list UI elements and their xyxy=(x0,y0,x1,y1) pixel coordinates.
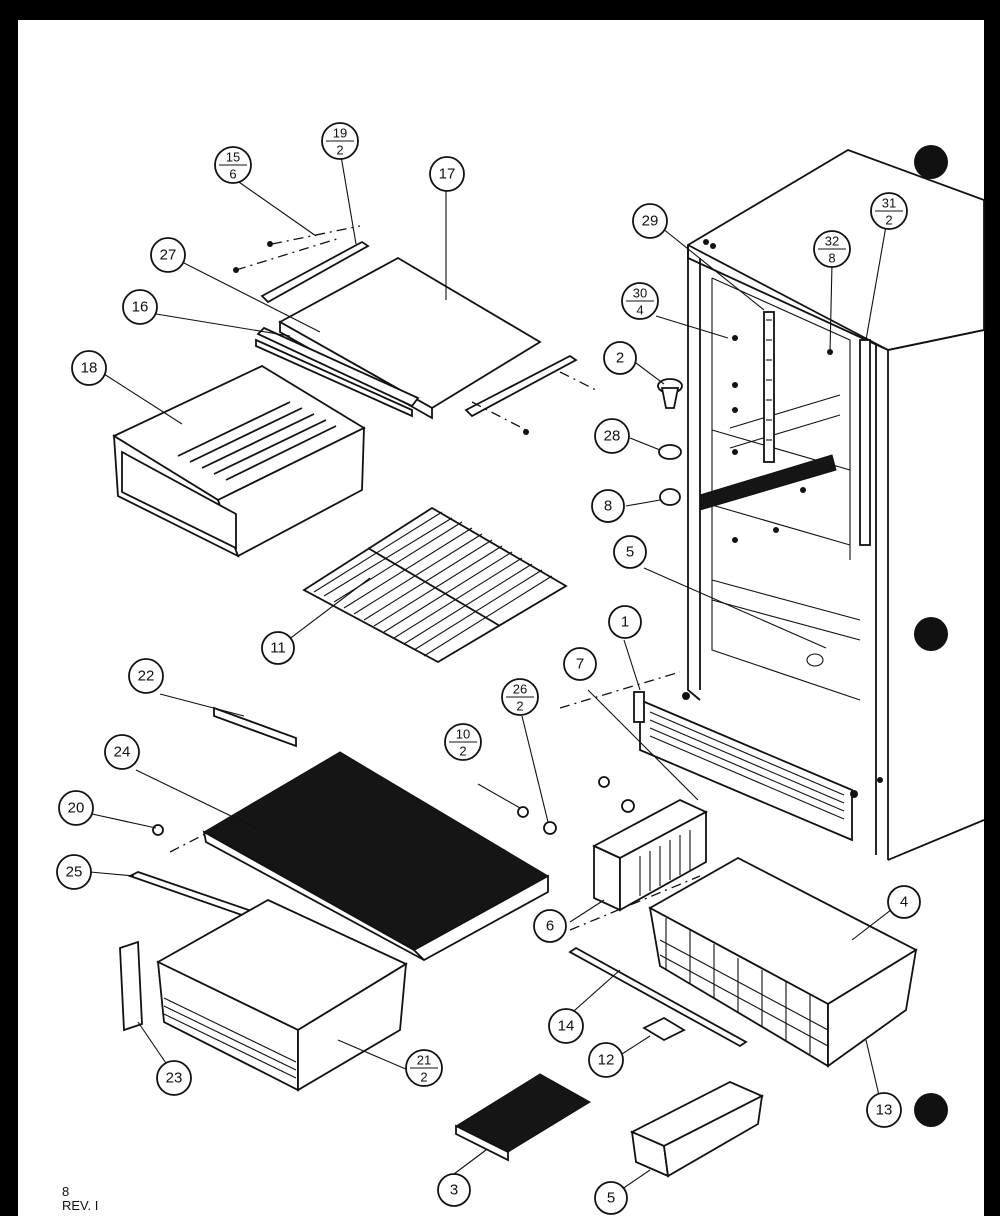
callout-10-2: 10 2 xyxy=(444,723,482,761)
callout-number: 20 xyxy=(68,800,85,817)
callout-number: 21 xyxy=(417,1053,431,1068)
callout-5-lower: 5 xyxy=(594,1181,628,1215)
callout-6: 6 xyxy=(533,909,567,943)
callout-27: 27 xyxy=(150,237,186,273)
cabinet-screws xyxy=(682,239,883,798)
page-number: 8 xyxy=(62,1184,69,1199)
wire-basket xyxy=(648,906,918,1068)
callout-23: 23 xyxy=(156,1060,192,1096)
callout-1: 1 xyxy=(608,605,642,639)
callout-number: 1 xyxy=(621,614,629,631)
callout-number: 22 xyxy=(138,668,155,685)
callout-number: 15 xyxy=(226,150,240,165)
callout-11: 11 xyxy=(261,631,295,665)
callout-number: 25 xyxy=(66,864,83,881)
callout-25: 25 xyxy=(56,854,92,890)
callout-number: 6 xyxy=(546,918,554,935)
callout-7: 7 xyxy=(563,647,597,681)
callout-quantity: 6 xyxy=(229,167,236,182)
callout-number: 19 xyxy=(333,126,347,141)
revision-label: REV. I xyxy=(62,1198,98,1213)
callout-22: 22 xyxy=(128,658,164,694)
callout-5-upper: 5 xyxy=(613,535,647,569)
callout-14: 14 xyxy=(548,1008,584,1044)
callout-number: 23 xyxy=(166,1070,183,1087)
callout-29: 29 xyxy=(632,203,668,239)
callout-quantity: 2 xyxy=(885,213,892,228)
callout-number: 28 xyxy=(604,428,621,445)
callout-number: 10 xyxy=(456,727,470,742)
callout-28: 28 xyxy=(594,418,630,454)
callout-21-2: 21 2 xyxy=(405,1049,443,1087)
shelf-support-22 xyxy=(213,706,297,748)
callout-31-2: 31 2 xyxy=(870,192,908,230)
callout-4: 4 xyxy=(887,885,921,919)
callout-20: 20 xyxy=(58,790,94,826)
callout-number: 3 xyxy=(450,1182,458,1199)
callout-number: 5 xyxy=(626,544,634,561)
shelf-rail-right xyxy=(859,339,871,546)
callout-30-4: 30 4 xyxy=(621,282,659,320)
callout-number: 5 xyxy=(607,1190,615,1207)
storage-bin xyxy=(629,1081,765,1178)
callout-17: 17 xyxy=(429,156,465,192)
callout-number: 16 xyxy=(132,299,149,316)
callout-2: 2 xyxy=(603,341,637,375)
leader-lines xyxy=(89,149,897,1197)
callout-number: 7 xyxy=(576,656,584,673)
callout-16: 16 xyxy=(122,289,158,325)
callout-number: 17 xyxy=(439,166,456,183)
callout-26-2: 26 2 xyxy=(501,678,539,716)
callout-number: 30 xyxy=(633,286,647,301)
callout-18: 18 xyxy=(71,350,107,386)
callout-number: 27 xyxy=(160,247,177,264)
callout-12: 12 xyxy=(588,1042,624,1078)
callout-32-8: 32 8 xyxy=(813,230,851,268)
freezer-basket xyxy=(112,364,366,558)
callout-quantity: 2 xyxy=(516,699,523,714)
callout-number: 32 xyxy=(825,234,839,249)
callout-number: 2 xyxy=(616,350,624,367)
callout-number: 8 xyxy=(604,498,612,515)
wire-shelf xyxy=(302,506,568,664)
hardware-stack xyxy=(657,378,683,506)
callout-19-2: 19 2 xyxy=(321,122,359,160)
callout-quantity: 8 xyxy=(828,251,835,266)
callout-number: 26 xyxy=(513,682,527,697)
punch-hole-middle xyxy=(914,617,948,651)
callout-number: 12 xyxy=(598,1052,615,1069)
callout-number: 13 xyxy=(876,1102,893,1119)
callout-number: 31 xyxy=(882,196,896,211)
callout-24: 24 xyxy=(104,734,140,770)
callout-quantity: 2 xyxy=(336,143,343,158)
ice-cube-tray xyxy=(454,1073,591,1162)
callout-number: 24 xyxy=(114,744,131,761)
drawer-slide-23 xyxy=(119,940,143,1032)
crisper-drawer xyxy=(156,898,408,1092)
callout-quantity: 4 xyxy=(636,303,643,318)
callout-3: 3 xyxy=(437,1173,471,1207)
shelf-rail-left xyxy=(763,311,775,463)
callout-13: 13 xyxy=(866,1092,902,1128)
callout-number: 4 xyxy=(900,894,908,911)
control-housing xyxy=(591,798,709,912)
callout-quantity: 2 xyxy=(459,744,466,759)
callout-number: 11 xyxy=(270,640,286,657)
punch-hole-top xyxy=(914,145,948,179)
callout-number: 29 xyxy=(642,213,659,230)
callout-8: 8 xyxy=(591,489,625,523)
shelf-slides-top xyxy=(260,240,578,418)
callout-number: 18 xyxy=(81,360,98,377)
callout-quantity: 2 xyxy=(420,1070,427,1085)
fasteners xyxy=(152,776,635,836)
shelf-front-trim xyxy=(255,326,420,418)
callout-15-6: 15 6 xyxy=(214,146,252,184)
slide-stop-12 xyxy=(642,1016,686,1042)
punch-hole-bottom xyxy=(914,1093,948,1127)
basket-slide-rail-14 xyxy=(568,946,748,1048)
glass-shelf-frame xyxy=(202,751,550,962)
freezer-screws xyxy=(233,225,597,435)
callout-number: 14 xyxy=(558,1018,575,1035)
